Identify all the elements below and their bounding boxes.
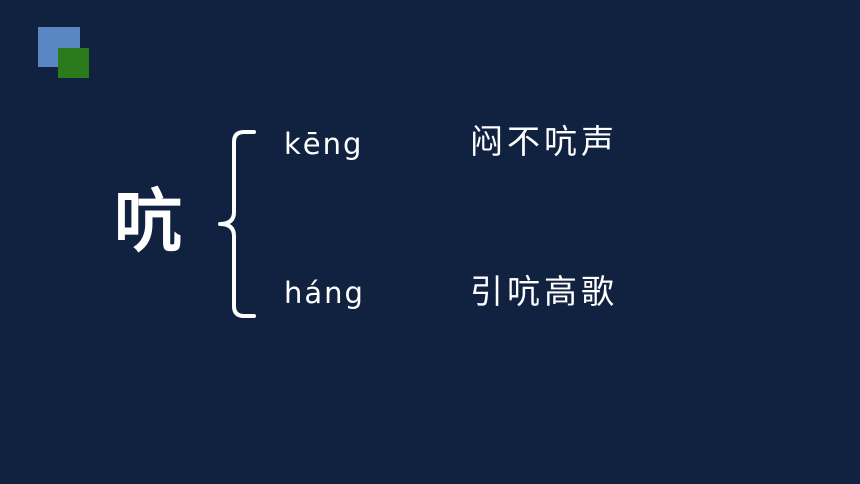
example-phrase-2: 引吭高歌: [470, 272, 618, 311]
decorative-green-square: [58, 48, 89, 78]
pinyin-reading-1: kēng: [284, 127, 364, 161]
example-phrase-1: 闷不吭声: [470, 122, 618, 161]
curly-brace-icon: [218, 130, 256, 318]
main-character: 吭: [114, 182, 183, 262]
pinyin-reading-2: háng: [284, 276, 365, 310]
